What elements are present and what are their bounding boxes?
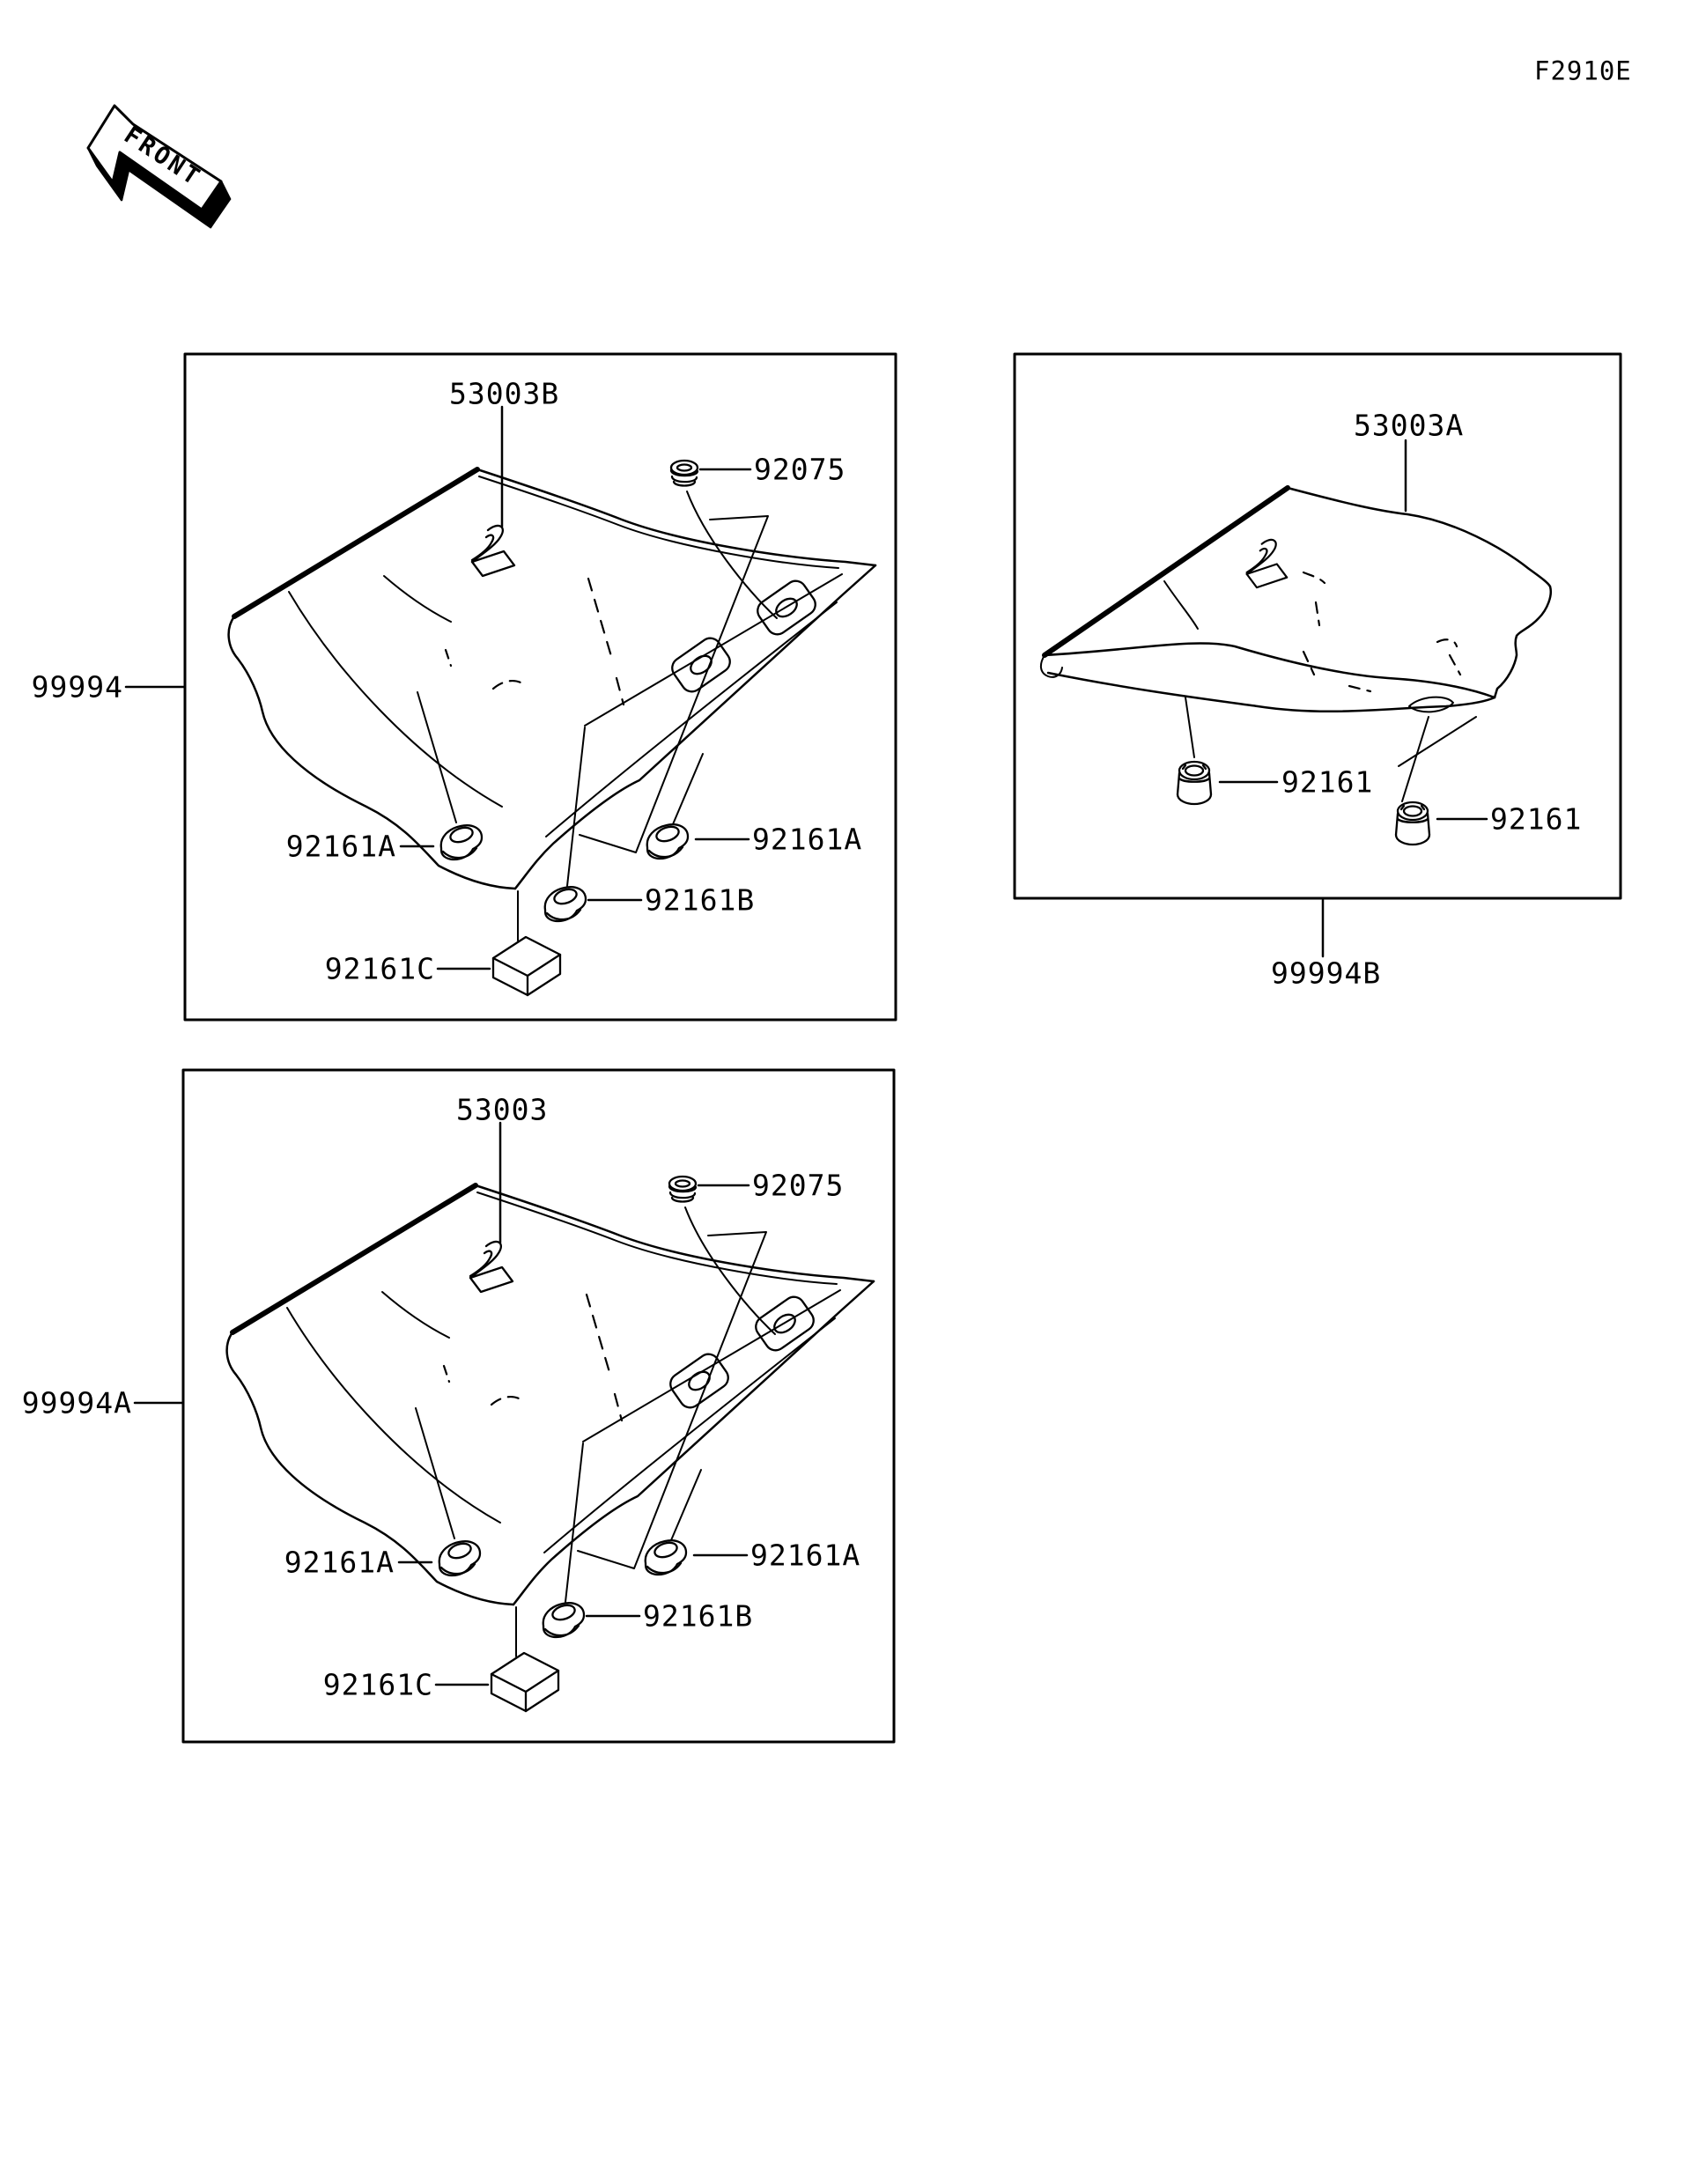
part-label-damper-92161-left: 92161 xyxy=(1281,764,1374,800)
part-label-damper-92161A-left-b: 92161A xyxy=(284,1545,395,1580)
part-label-grommet-92075-b: 92075 xyxy=(752,1168,845,1203)
part-label-damper-92161A-left: 92161A xyxy=(285,829,396,864)
bottom-left-panel-art xyxy=(133,1121,874,1711)
front-direction-arrow: FRONT xyxy=(86,104,232,229)
part-label-seat-53003A: 53003A xyxy=(1354,408,1465,443)
sheet-code: F2910E xyxy=(1534,55,1632,86)
top-right-panel-art xyxy=(1039,439,1552,958)
part-label-damper-92161A-right-b: 92161A xyxy=(750,1538,861,1573)
part-label-seat-53003: 53003 xyxy=(456,1092,549,1127)
panel-frame-top-right xyxy=(1013,352,1622,900)
part-label-block-92161C-b: 92161C xyxy=(322,1667,433,1702)
part-label-seat-53003B: 53003B xyxy=(449,376,560,411)
part-label-damper-92161B: 92161B xyxy=(645,882,756,918)
panel-frame-bottom-left xyxy=(181,1068,896,1744)
part-label-grommet-92075: 92075 xyxy=(754,452,846,487)
part-label-damper-92161B-b: 92161B xyxy=(643,1598,754,1634)
assembly-label-99994B: 99994B xyxy=(1271,956,1382,991)
top-left-panel-art xyxy=(124,405,875,995)
part-label-damper-92161A-right: 92161A xyxy=(752,822,863,857)
part-label-block-92161C: 92161C xyxy=(324,951,435,986)
assembly-label-99994A: 99994A xyxy=(21,1385,132,1420)
part-label-damper-92161-right: 92161 xyxy=(1490,801,1583,837)
assembly-label-99994: 99994 xyxy=(31,669,123,705)
